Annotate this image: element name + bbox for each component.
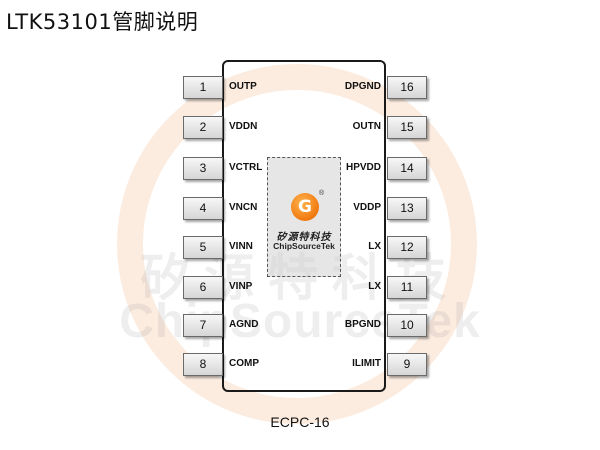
chip-body — [222, 60, 386, 392]
pin-14-box: 14 — [387, 157, 427, 180]
pin-9-box: 9 — [387, 353, 427, 376]
pin-12-label: LX — [368, 241, 381, 252]
chipsourcetek-logo-icon — [291, 193, 319, 221]
pin-16-box: 16 — [387, 76, 427, 99]
pin-13-box: 13 — [387, 197, 427, 220]
logo-glyph: G — [298, 197, 312, 217]
logo-registered-mark: ® — [319, 190, 325, 197]
logo-chinese-name: 矽源特科技 — [276, 232, 332, 243]
pin-11-box: 11 — [387, 276, 427, 299]
pin-4-box: 4 — [183, 197, 223, 220]
pin-2-box: 2 — [183, 116, 223, 139]
page-title: LTK53101管脚说明 — [6, 10, 199, 34]
package-label: ECPC-16 — [270, 414, 330, 430]
pin-15-box: 15 — [387, 116, 427, 139]
pin-9-label: ILIMIT — [352, 358, 381, 369]
pin-1-box: 1 — [183, 76, 223, 99]
pin-10-box: 10 — [387, 314, 427, 337]
pin-10-label: BPGND — [344, 319, 381, 330]
pin-5-box: 5 — [183, 236, 223, 259]
pin-14-label: HPVDD — [345, 162, 381, 173]
pin-4-label: VNCN — [229, 202, 258, 213]
pin-1-label: OUTP — [229, 81, 257, 92]
pin-7-label: AGND — [229, 319, 259, 330]
pin-6-box: 6 — [183, 276, 223, 299]
pin-12-box: 12 — [387, 236, 427, 259]
pin-11-label: LX — [368, 281, 381, 292]
pin-8-label: COMP — [229, 358, 259, 369]
pin-2-label: VDDN — [229, 121, 258, 132]
pin-6-label: VINP — [229, 281, 253, 292]
pin-16-label: DPGND — [344, 81, 381, 92]
pin-3-label: VCTRL — [229, 162, 263, 173]
pin-15-label: OUTN — [352, 121, 381, 132]
pin-7-box: 7 — [183, 314, 223, 337]
pin-5-label: VINN — [229, 241, 253, 252]
logo-english-name: ChipSourceTek — [273, 241, 335, 251]
pin-8-box: 8 — [183, 353, 223, 376]
pin-3-box: 3 — [183, 157, 223, 180]
pin-13-label: VDDP — [353, 202, 381, 213]
